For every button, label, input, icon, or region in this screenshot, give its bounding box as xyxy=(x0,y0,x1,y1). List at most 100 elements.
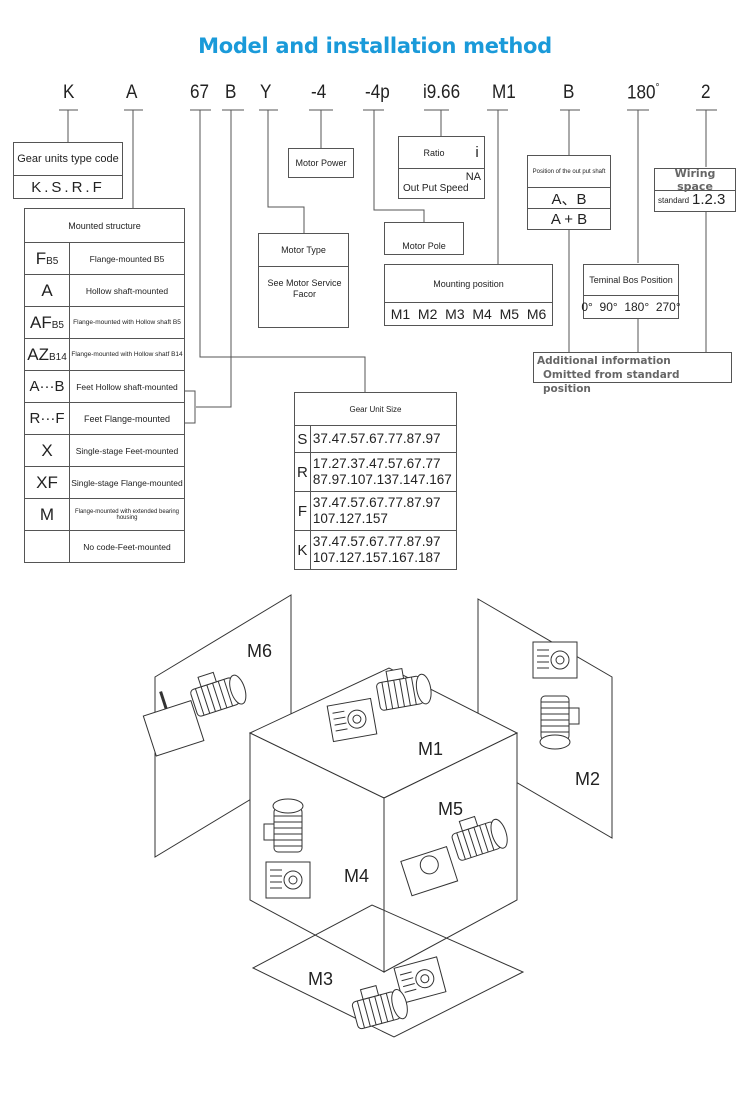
motor-type-label: Motor Type xyxy=(259,234,348,267)
mount-desc: Single-stage Flange-mounted xyxy=(69,466,185,499)
output-shaft-box: Position of the out put shaft A、B A + B xyxy=(527,155,611,230)
additional-info-box: Additional information Omitted from stan… xyxy=(533,352,732,395)
mount-code: AFB5 xyxy=(24,306,70,339)
table-header-row: Gear Unit Size xyxy=(294,392,457,426)
code-terminal-value: 180 xyxy=(627,82,656,104)
code-wiring: 2 xyxy=(701,82,711,103)
code-power: -4 xyxy=(311,82,327,103)
label-m4: M4 xyxy=(344,866,369,886)
mounting-position-label: Mounting position xyxy=(385,265,552,303)
code-mount: A xyxy=(126,82,138,103)
connector-lines xyxy=(59,109,717,424)
page-title: Model and installation method xyxy=(198,34,552,58)
output-shaft-label: Position of the out put shaft xyxy=(528,156,610,188)
terminal-box-values: 0° 90° 180° 270° xyxy=(581,300,681,314)
ratio-divider xyxy=(399,168,484,169)
gear-motor-m6 xyxy=(142,664,250,757)
code-ratio: i9.66 xyxy=(423,82,461,103)
mount-desc: Hollow shaft-mounted xyxy=(69,274,185,307)
cube xyxy=(248,667,519,973)
output-shaft-opt1: A、B xyxy=(528,188,610,209)
mount-code: XF xyxy=(24,466,70,499)
code-shaft: B xyxy=(563,82,575,103)
size-values: 37.47.57.67.77.87.97 xyxy=(309,425,458,453)
mounted-structure-header: Mounted structure xyxy=(24,208,185,243)
ratio-label: Ratio xyxy=(423,147,445,158)
code-motor-type: Y xyxy=(260,82,272,103)
size-code: R xyxy=(294,452,311,492)
mounting-positions-diagram: M6 M2 M1 M3 M4 M5 xyxy=(142,594,613,1038)
wiring-space-box: Wiring space standard 1.2.3 xyxy=(654,167,736,212)
degree-mark: ° xyxy=(655,82,660,94)
label-m6: M6 xyxy=(247,641,272,661)
mount-code: M xyxy=(24,498,70,531)
table-row: No code-Feet-mounted xyxy=(24,530,185,563)
motor-pole-box: Motor Pole xyxy=(384,222,464,255)
output-shaft-opt2: A + B xyxy=(550,211,588,228)
mount-desc: Single-stage Feet-mounted xyxy=(69,434,185,467)
label-m3: M3 xyxy=(308,969,333,989)
code-b: B xyxy=(225,82,237,103)
code-terminal: 180° xyxy=(627,82,659,104)
mount-code: A···B xyxy=(24,370,70,403)
mount-desc: Feet Hollow shaft-mounted xyxy=(69,370,185,403)
mount-code: AZB14 xyxy=(24,338,70,371)
mount-code: X xyxy=(24,434,70,467)
mount-code xyxy=(24,530,70,563)
mount-desc: No code-Feet-mounted xyxy=(69,530,185,563)
label-m5: M5 xyxy=(438,799,463,819)
wiring-space-label: Wiring space xyxy=(655,167,735,193)
gear-motor-m3 xyxy=(348,956,447,1032)
additional-info-line1: Additional information xyxy=(537,355,671,367)
size-code: S xyxy=(294,425,311,453)
motor-pole-label: Motor Pole xyxy=(402,241,446,251)
code-mount-pos: M1 xyxy=(492,82,516,103)
label-m2: M2 xyxy=(575,769,600,789)
ratio-na: NA xyxy=(465,171,481,183)
mount-code: R···F xyxy=(24,402,70,435)
additional-info-line2: Omitted from standard position xyxy=(543,369,680,395)
wiring-standard-label: standard xyxy=(658,196,690,205)
gear-unit-size-header: Gear Unit Size xyxy=(294,392,457,426)
mount-desc: Flange-mounted with Hollow shaft B5 xyxy=(69,306,185,339)
terminal-box-label: Teminal Bos Position xyxy=(584,265,678,296)
mount-desc: Flange-mounted B5 xyxy=(69,242,185,275)
mount-desc: Flange-mounted with Hollow shatf B14 xyxy=(69,338,185,371)
terminal-box: Teminal Bos Position 0° 90° 180° 270° xyxy=(581,264,681,319)
gear-units-label: Gear units type code xyxy=(14,143,122,176)
code-type: K xyxy=(63,82,75,103)
code-pole: -4p xyxy=(365,82,390,103)
gear-motor-m5 xyxy=(400,808,511,897)
code-size: 67 xyxy=(190,82,210,103)
table-header-row: Mounted structure xyxy=(24,208,185,243)
size-code: K xyxy=(294,530,311,570)
ratio-speed-label: Out Put Speed xyxy=(403,183,469,194)
wiring-standard-value: 1.2.3 xyxy=(692,191,726,208)
ratio-symbol: i xyxy=(475,144,479,161)
panel-m3 xyxy=(251,904,525,1038)
mounting-position-values: M1 M2 M3 M4 M5 M6 xyxy=(390,306,547,322)
mounting-position-box: Mounting position M1 M2 M3 M4 M5 M6 xyxy=(384,264,553,326)
mount-desc: Feet Flange-mounted xyxy=(69,402,185,435)
label-m1: M1 xyxy=(418,739,443,759)
gear-units-box: Gear units type code K.S.R.F xyxy=(13,142,123,199)
gear-motor-m2 xyxy=(532,641,580,750)
motor-type-box: Motor Type See Motor Service Facor xyxy=(258,233,349,328)
motor-power-label: Motor Power xyxy=(295,158,347,168)
